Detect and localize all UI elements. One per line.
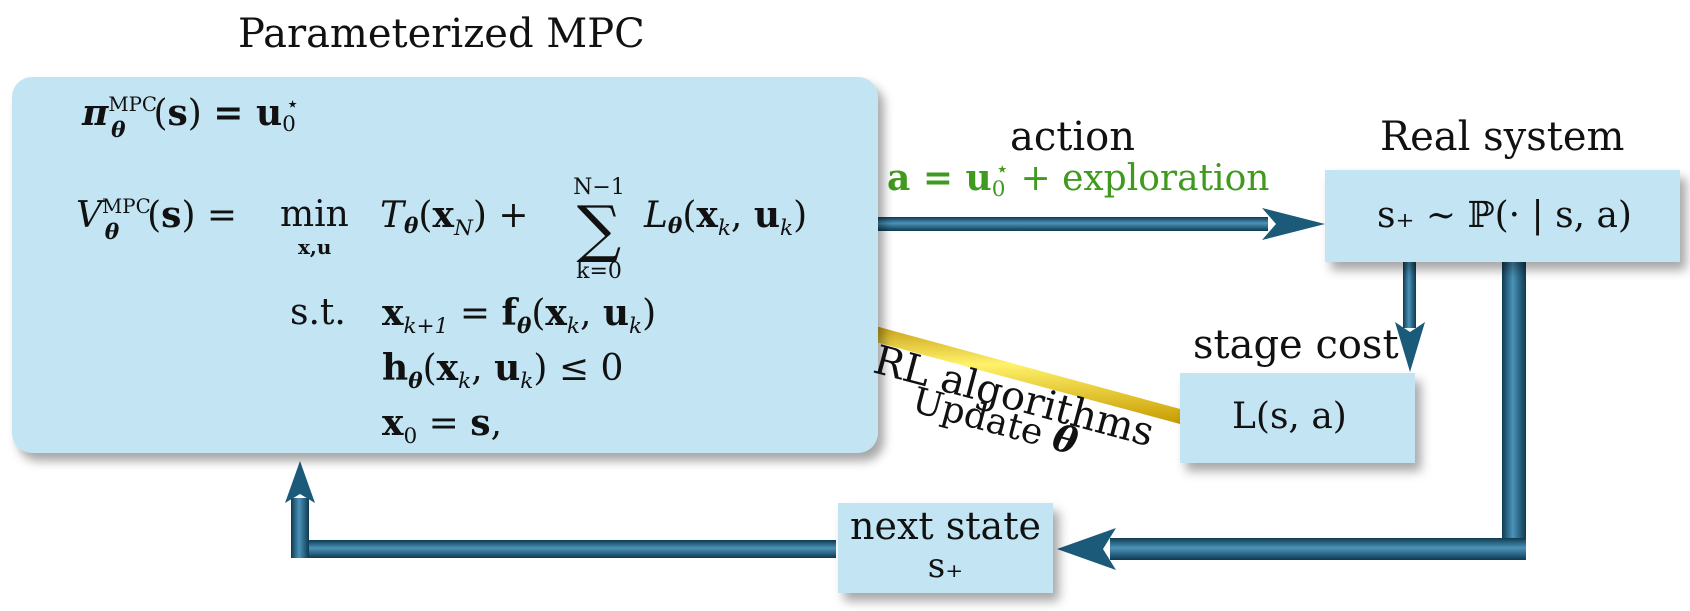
- next-state-box: next state s₊: [838, 503, 1053, 593]
- stage-cost-box: L(s, a): [1180, 373, 1415, 463]
- real-system-box: s₊ ∼ ℙ(· | s, a): [1325, 170, 1680, 262]
- next-state-symbol: s₊: [927, 546, 964, 586]
- transition-formula: s₊ ∼ ℙ(· | s, a): [1377, 195, 1632, 236]
- dynamics-constraint: xk+1 = fθ(xk, uk): [382, 292, 657, 340]
- inequality-constraint: hθ(xk, uk) ≤ 0: [382, 347, 624, 395]
- mpc-box: πMPCθ(s) = u0⋆ VMPCθ(s) = min x,u Tθ(xN)…: [12, 77, 878, 453]
- stage-cost-formula: L(s, a): [1232, 396, 1347, 437]
- subject-to-label: s.t.: [290, 292, 346, 333]
- action-arrow: [878, 208, 1325, 240]
- mpc-title: Parameterized MPC: [238, 11, 645, 57]
- feedback-arrow: [285, 461, 836, 558]
- policy-equation: πMPCθ(s) = u0⋆: [82, 92, 300, 143]
- state-arrow: [1057, 262, 1526, 570]
- next-state-label: next state: [850, 504, 1041, 548]
- objective-stage: Lθ(xk, uk): [644, 194, 808, 242]
- initial-condition: x0 = s,: [382, 402, 503, 450]
- real-system-title: Real system: [1380, 114, 1625, 160]
- action-formula: a = u0⋆ + exploration: [887, 157, 1270, 202]
- cost-arrow: [1395, 262, 1425, 372]
- value-equation-lhs: VMPCθ(s) =: [76, 194, 238, 245]
- min-operator: min x,u: [280, 194, 349, 259]
- stage-cost-title: stage cost: [1193, 322, 1399, 368]
- action-label: action: [1010, 114, 1135, 160]
- objective-terminal: Tθ(xN) +: [380, 194, 529, 242]
- sum-symbol: N−1 ∑ k=0: [573, 175, 625, 284]
